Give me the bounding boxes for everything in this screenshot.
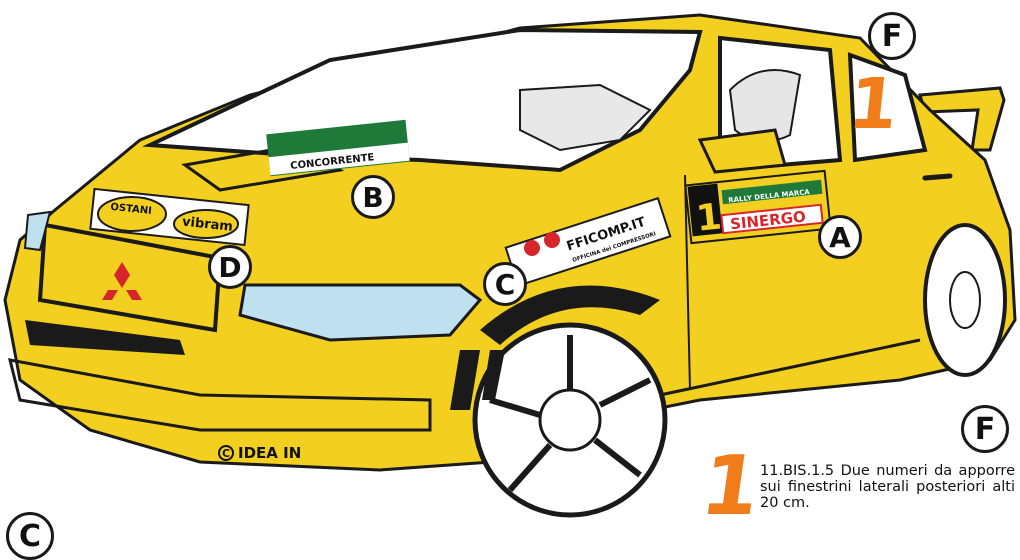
credit-text: IDEA IN <box>238 444 301 462</box>
door-number-label: 1 <box>694 196 723 239</box>
marker-c: C <box>483 262 527 306</box>
credit-label: C IDEA IN <box>218 444 301 462</box>
door-handle <box>925 176 950 178</box>
note-number: 1 <box>696 446 765 528</box>
marker-d: D <box>208 245 252 289</box>
marker-c-bottom: C <box>6 512 54 560</box>
front-wheel-hub <box>540 390 600 450</box>
marker-b: B <box>351 175 395 219</box>
marker-f-note: F <box>961 405 1009 453</box>
rear-wheel-hub <box>950 272 980 328</box>
note-text: 11.BIS.1.5 Due numeri da apporre sui fin… <box>760 463 1015 511</box>
window-number: 1 <box>845 63 902 145</box>
copyright-icon: C <box>218 445 234 461</box>
marker-a: A <box>818 215 862 259</box>
marker-f-top: F <box>868 12 916 60</box>
